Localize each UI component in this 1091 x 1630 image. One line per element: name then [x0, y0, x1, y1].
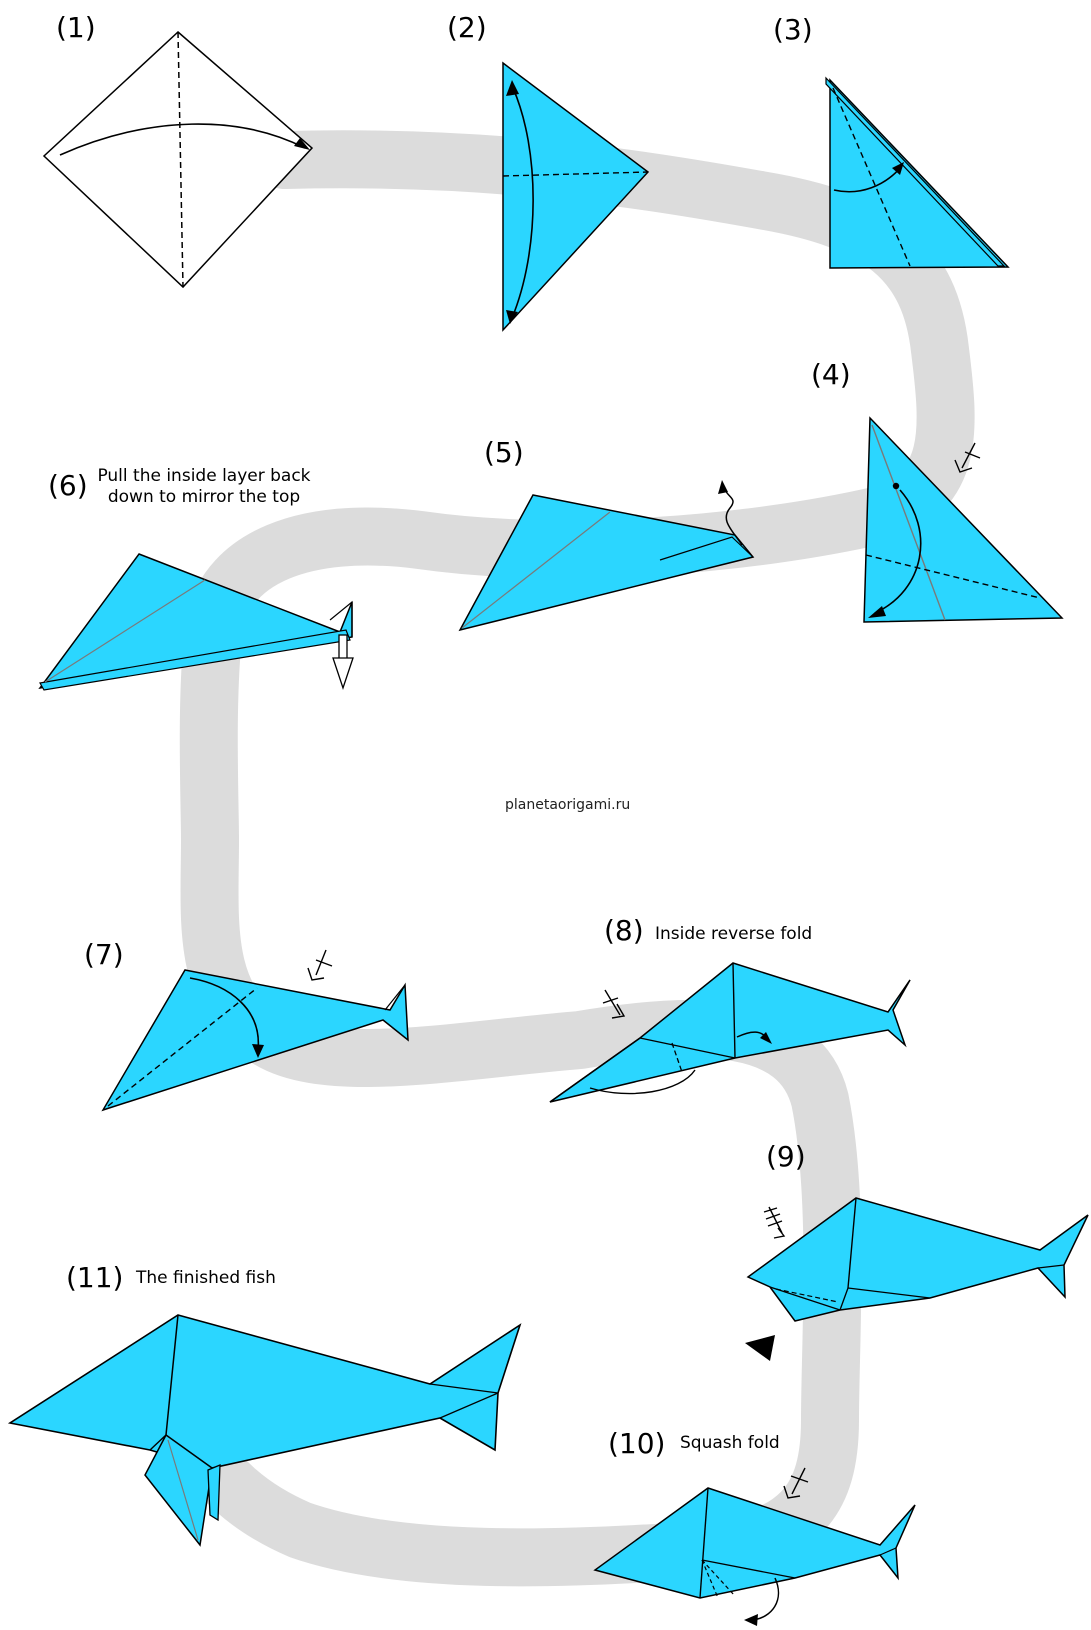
fold-arrow-icon: [189, 977, 260, 1051]
step-10-fish: [593, 1467, 916, 1626]
step-6-shape: [38, 553, 354, 691]
step-3-number: (3): [773, 13, 813, 46]
step-5-number: (5): [484, 436, 524, 469]
mountain-fold-symbol-icon: [763, 1206, 786, 1239]
step-1-square: [42, 30, 314, 289]
step-11-caption: The finished fish: [136, 1268, 276, 1288]
fold-arrow-icon: [511, 87, 534, 319]
step-4-number: (4): [811, 358, 851, 391]
step-2-number: (2): [447, 11, 487, 44]
step-7-fish: [101, 949, 409, 1112]
step-9-fish: [745, 1197, 1089, 1361]
fold-arrow-icon: [59, 123, 306, 156]
push-arrow-icon: [745, 1335, 775, 1361]
step-6-caption: Pull the inside layer back down to mirro…: [97, 466, 311, 507]
step-2-triangle: [502, 61, 650, 332]
step-5-shape: [458, 480, 755, 632]
step-8-caption: Inside reverse fold: [655, 924, 813, 944]
step-11-number: (11): [66, 1261, 124, 1294]
step-8-number: (8): [604, 914, 644, 947]
fold-arrow-icon: [874, 489, 922, 614]
mountain-fold-symbol-icon: [954, 442, 981, 473]
step-8-fish: [549, 962, 911, 1103]
step-1-number: (1): [56, 11, 96, 44]
source-watermark: planetaorigami.ru: [505, 797, 631, 813]
pull-arrow-icon: [723, 487, 743, 546]
step-10-caption: Squash fold: [680, 1433, 780, 1453]
step-9-number: (9): [766, 1140, 806, 1173]
step-11-finished-fish: [7, 1314, 522, 1547]
mountain-fold-symbol-icon: [307, 949, 333, 981]
step-4-triangle: [863, 416, 1064, 623]
step-10-number: (10): [608, 1427, 666, 1460]
step-3-triangle: [825, 76, 1010, 269]
mountain-fold-symbol-icon: [783, 1467, 809, 1499]
mountain-fold-symbol-icon: [602, 989, 626, 1019]
step-6-number: (6): [48, 469, 88, 502]
push-arrow-icon: [332, 634, 354, 691]
step-7-number: (7): [84, 938, 124, 971]
